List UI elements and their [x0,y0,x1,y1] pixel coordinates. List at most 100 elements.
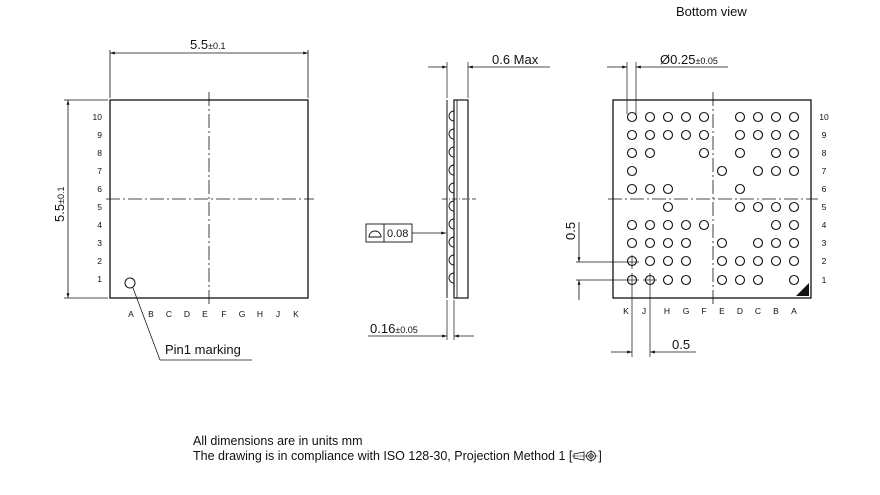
svg-text:K: K [623,306,629,316]
ball-D9 [734,129,746,141]
ball-C2 [752,255,764,267]
ball-F9 [698,129,710,141]
units-note: All dimensions are in units mm [193,434,363,448]
svg-text:8: 8 [97,148,102,158]
svg-text:K: K [293,309,299,319]
side-balls [448,110,455,284]
ball-B10 [770,111,782,123]
pitch-horizontal-label: 0.5 [672,337,690,352]
svg-text:10: 10 [819,112,829,122]
ball-B2 [770,255,782,267]
ball-G10 [680,111,692,123]
top-view: 5.5±0.1 5.5±0.1 10 9 8 7 6 5 4 3 2 1 A B… [52,37,314,361]
pin1-marker-icon [124,277,136,289]
svg-text:H: H [257,309,263,319]
ball-B4 [770,219,782,231]
svg-text:7: 7 [97,166,102,176]
ball-D1 [734,274,746,286]
ball-D10 [734,111,746,123]
ball-B7 [770,165,782,177]
svg-text:A: A [128,309,134,319]
ball-J2 [644,255,656,267]
ball-B3 [770,237,782,249]
ball-H9 [662,129,674,141]
svg-text:1: 1 [97,274,102,284]
projection-method-icon [572,450,599,462]
ball-E7 [716,165,728,177]
height-dimension-label: 5.5±0.1 [52,186,67,222]
svg-text:2: 2 [97,256,102,266]
ball-A4 [788,219,800,231]
ball-D2 [734,255,746,267]
ball-B9 [770,129,782,141]
ball-A3 [788,237,800,249]
svg-text:J: J [642,306,646,316]
svg-text:C: C [166,309,172,319]
bottom-column-labels: K J H G F E D C B A [623,306,797,316]
ball-B8 [770,147,782,159]
ball-K3 [626,237,638,249]
ball-G9 [680,129,692,141]
iso-compliance-note: The drawing is in compliance with ISO 12… [193,449,602,463]
svg-text:G: G [683,306,690,316]
ball-A1 [788,274,800,286]
svg-text:6: 6 [822,184,827,194]
svg-text:F: F [221,309,226,319]
svg-text:D: D [184,309,190,319]
ball-D6 [734,183,746,195]
svg-text:J: J [276,309,280,319]
ball-D8 [734,147,746,159]
ball-G4 [680,219,692,231]
svg-text:5: 5 [97,202,102,212]
pitch-vertical-label: 0.5 [563,222,578,240]
ball-C7 [752,165,764,177]
ball-height-label: 0.16±0.05 [370,321,418,336]
drawing-notes: All dimensions are in units mm The drawi… [193,434,602,464]
ball-J10 [644,111,656,123]
svg-text:B: B [148,309,154,319]
svg-text:3: 3 [822,238,827,248]
pin1-label: Pin1 marking [165,342,241,357]
ball-A8 [788,147,800,159]
svg-text:9: 9 [97,130,102,140]
ball-G1 [680,274,692,286]
pin1-leader-line [132,287,161,361]
ball-K8 [626,147,638,159]
coplanarity-value: 0.08 [387,228,408,240]
ball-K9 [626,129,638,141]
ball-H10 [662,111,674,123]
ball-H1 [662,274,674,286]
ball-H4 [662,219,674,231]
svg-text:9: 9 [822,130,827,140]
ball-E2 [716,255,728,267]
ball-J3 [644,237,656,249]
ball-J8 [644,147,656,159]
ball-A7 [788,165,800,177]
ball-J6 [644,183,656,195]
svg-text:3: 3 [97,238,102,248]
ball-F8 [698,147,710,159]
svg-text:8: 8 [822,148,827,158]
svg-text:E: E [202,309,208,319]
top-row-labels: 10 9 8 7 6 5 4 3 2 1 [93,112,103,284]
svg-text:A: A [791,306,797,316]
ball-D5 [734,201,746,213]
profile-surface-icon [368,230,382,238]
ball-K7 [626,165,638,177]
ball-H3 [662,237,674,249]
ball-A10 [788,111,800,123]
bottom-row-labels: 10 9 8 7 6 5 4 3 2 1 [819,112,829,285]
ball-C3 [752,237,764,249]
width-dimension-label: 5.5±0.1 [190,37,226,52]
ball-A2 [788,255,800,267]
svg-text:5: 5 [822,202,827,212]
side-view: 0.6 Max 0.08 0.16±0.05 [365,52,550,340]
ball-C1 [752,274,764,286]
ball-G2 [680,255,692,267]
bottom-view-title: Bottom view [676,4,747,19]
ball-G3 [680,237,692,249]
svg-text:6: 6 [97,184,102,194]
ball-H6 [662,183,674,195]
svg-text:H: H [664,306,670,316]
svg-text:B: B [773,306,779,316]
